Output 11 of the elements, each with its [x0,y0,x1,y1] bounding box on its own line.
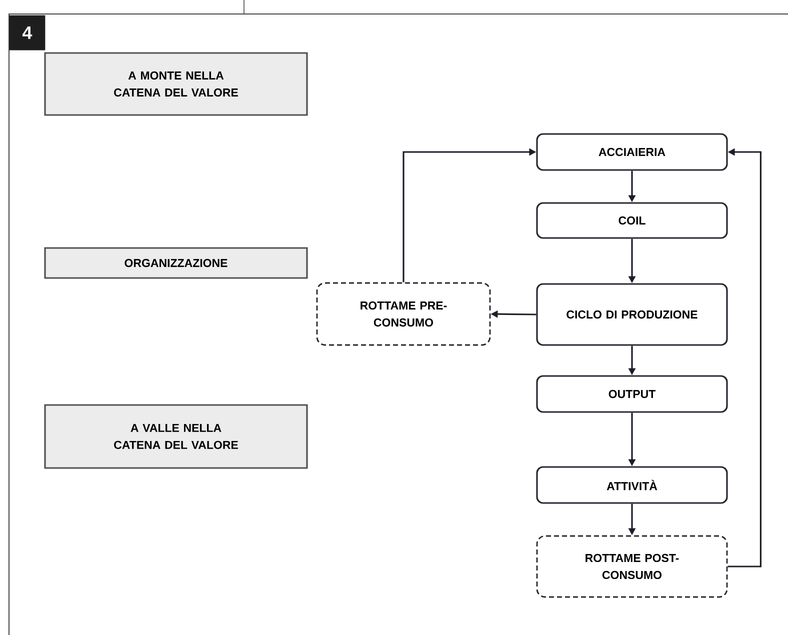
scrap-box: ROTTAME POST-CONSUMO [536,535,728,598]
category-box: ORGANIZZAZIONE [44,247,308,279]
process-box: OUTPUT [536,375,728,413]
process-box: ACCIAIERIA [536,133,728,171]
category-box: A VALLE NELLA CATENA DEL VALORE [44,404,308,469]
scrap-box: ROTTAME PRE-CONSUMO [316,282,491,346]
process-box: ATTIVITÀ [536,466,728,504]
process-box: CICLO DI PRODUZIONE [536,283,728,346]
category-box: A MONTE NELLA CATENA DEL VALORE [44,52,308,116]
process-box: COIL [536,202,728,239]
section-badge: 4 [9,15,46,50]
